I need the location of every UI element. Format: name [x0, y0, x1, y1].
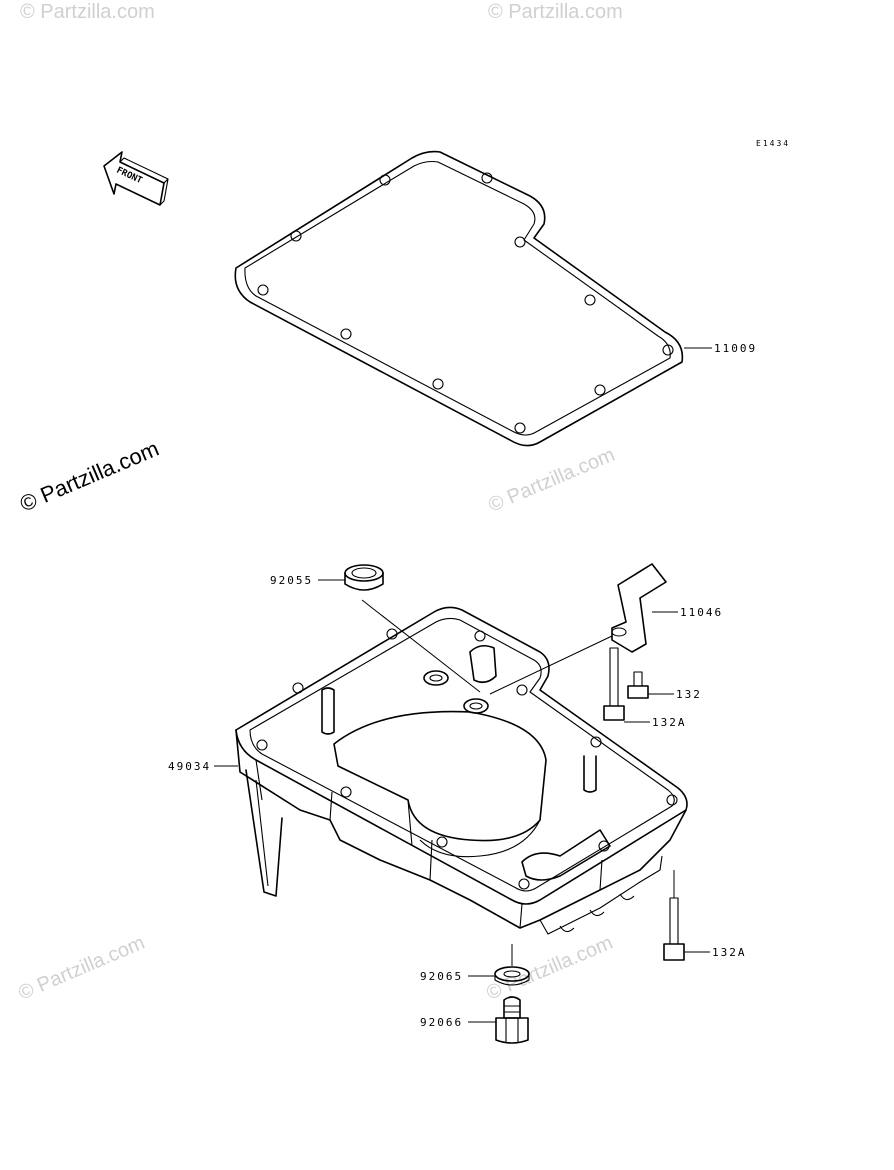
- bolt-132: [627, 671, 649, 699]
- diagram-code: E1434: [756, 139, 790, 148]
- leader-bracket-to-pan: [489, 635, 613, 695]
- label-92066: 92066: [420, 1016, 463, 1029]
- watermark-top-center: © Partzilla.com: [488, 1, 623, 23]
- label-49034: 49034: [168, 760, 211, 773]
- cap-part: [344, 564, 384, 591]
- watermark-top-left: © Partzilla.com: [20, 1, 155, 23]
- leader-92055-to-pan: [361, 599, 481, 693]
- oil-pan: [235, 606, 688, 935]
- front-arrow-icon: FRONT: [103, 151, 169, 206]
- watermark-main: © Partzilla.com: [16, 436, 162, 517]
- label-92055: 92055: [270, 574, 313, 587]
- washer-part: [494, 966, 530, 986]
- label-11009: 11009: [714, 342, 757, 355]
- bolt-132a-lower: [663, 897, 685, 961]
- watermark-bottom-left: © Partzilla.com: [15, 932, 148, 1005]
- front-label: FRONT: [115, 166, 144, 187]
- bracket-part: [611, 563, 667, 653]
- drain-plug-part: [495, 996, 529, 1044]
- oil-pan-gasket: [234, 150, 684, 447]
- label-132a-lower: 132A: [712, 946, 747, 959]
- label-11046: 11046: [680, 606, 723, 619]
- bolt-132a-upper: [603, 647, 625, 721]
- watermark-middle-right: © Partzilla.com: [485, 444, 618, 517]
- label-92065: 92065: [420, 970, 463, 983]
- label-132: 132: [676, 688, 702, 701]
- label-132a-upper: 132A: [652, 716, 687, 729]
